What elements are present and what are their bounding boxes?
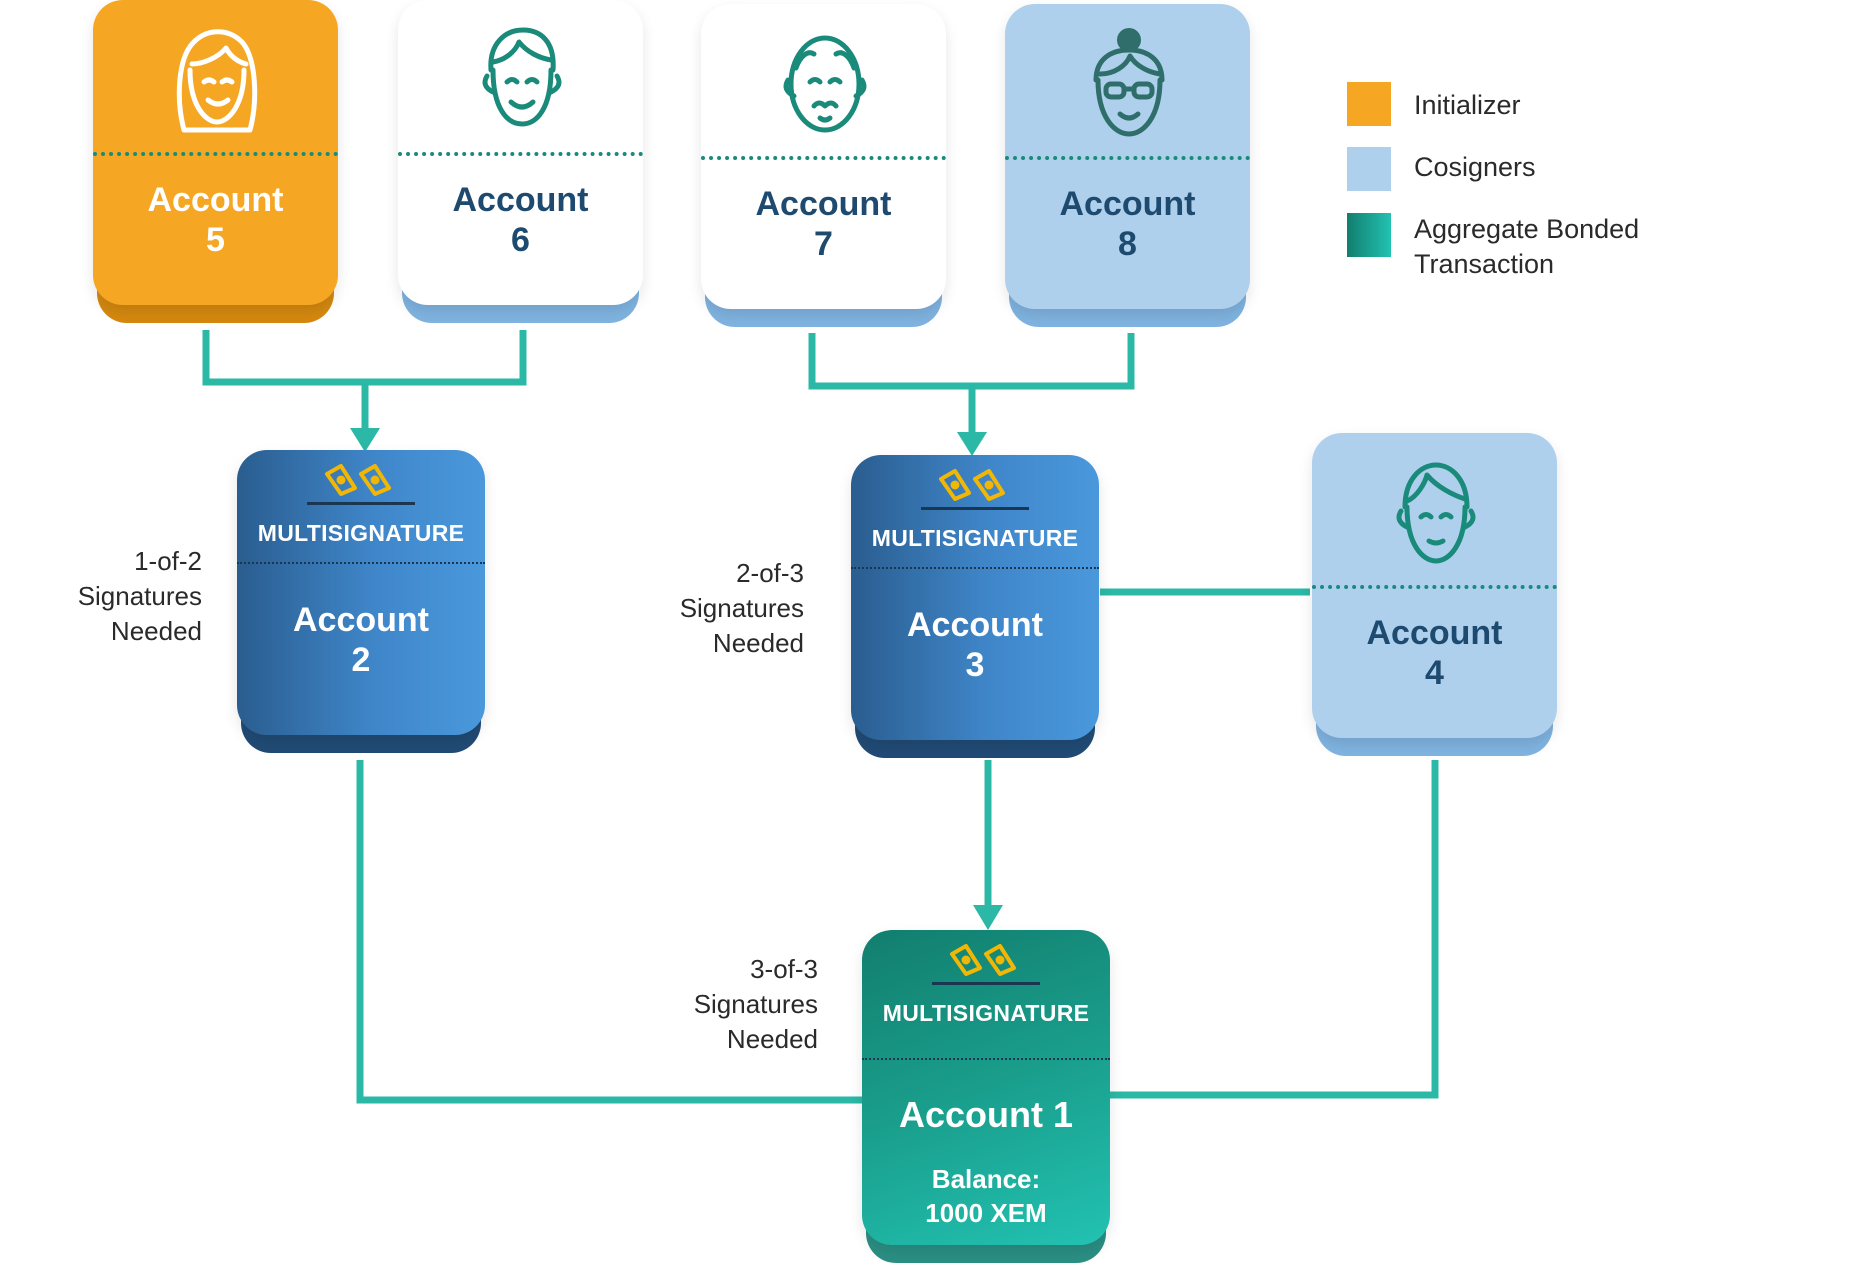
multisig-account-3-card: MULTISIGNATURE Account 3 <box>851 455 1099 758</box>
card-face: MULTISIGNATURE Account 2 <box>237 450 485 735</box>
card-separator <box>1312 585 1557 589</box>
multisig-account-2-card: MULTISIGNATURE Account 2 <box>237 450 485 753</box>
signatures-needed-m3: 2-of-3 Signatures Needed <box>620 556 804 661</box>
connector-m2-m1 <box>356 760 865 1104</box>
account-label: Account <box>147 181 284 219</box>
legend-swatch-initializer <box>1347 82 1391 126</box>
account-number: 8 <box>1118 225 1137 263</box>
sig-word: Signatures <box>77 581 202 611</box>
underline-bar <box>307 502 415 505</box>
card-separator <box>1005 156 1250 160</box>
arrow-to-m3 <box>957 432 987 456</box>
account-8-card: Account 8 <box>1005 4 1250 327</box>
legend-label-cosigners: Cosigners <box>1414 152 1536 182</box>
underline-bar <box>932 982 1040 985</box>
card-face: Account 6 <box>398 0 643 305</box>
card-face: Account 4 <box>1312 433 1557 738</box>
account-6-card: Account 6 <box>398 0 643 323</box>
account-number: 7 <box>814 225 833 263</box>
sig-needed: Needed <box>726 1024 818 1054</box>
multisignature-label: MULTISIGNATURE <box>871 525 1079 551</box>
account-5-card: Account 5 <box>93 0 338 323</box>
card-face: Account 5 <box>93 0 338 305</box>
sig-needed: Needed <box>110 616 202 646</box>
account-title: Account 1 <box>898 1094 1074 1135</box>
balance-value: 1000 XEM <box>925 1198 1047 1228</box>
woman-avatar-icon <box>176 29 257 133</box>
card-separator <box>398 152 643 156</box>
man-avatar-icon <box>482 27 561 127</box>
card-separator <box>701 156 946 160</box>
pen-nibs-icon <box>325 464 391 496</box>
account-title: Account 5 <box>93 180 338 260</box>
balance-label: Balance: <box>931 1164 1041 1194</box>
underline-bar <box>921 507 1029 510</box>
account-number: 3 <box>965 646 985 684</box>
man-avatar-icon <box>1396 462 1475 564</box>
woman-glasses-avatar-icon <box>1093 28 1164 137</box>
account-number: 5 <box>206 221 225 259</box>
legend-label-aggregate-line2: Transaction <box>1414 249 1555 279</box>
arrow-to-m1 <box>973 905 1003 930</box>
connector-a7-a8 <box>808 333 1135 390</box>
card-separator <box>237 562 485 564</box>
sig-word: Signatures <box>693 989 818 1019</box>
account-title: Account 6 <box>398 180 643 260</box>
account-label: Account <box>755 185 892 223</box>
multisignature-label: MULTISIGNATURE <box>882 1000 1090 1026</box>
multisig-account-1-card: MULTISIGNATURE Account 1 Balance: 1000 X… <box>862 930 1110 1263</box>
sig-needed: Needed <box>712 628 804 658</box>
account-title: Account 3 <box>851 605 1099 685</box>
account-number: 6 <box>511 221 530 259</box>
sig-word: Signatures <box>679 593 804 623</box>
card-face: Account 8 <box>1005 4 1250 309</box>
account-title: Account 4 <box>1312 613 1557 693</box>
account-title: Account 7 <box>701 184 946 264</box>
connector-a4-m1 <box>1110 760 1439 1099</box>
account-label: Account <box>1059 185 1196 223</box>
account-title: Account 8 <box>1005 184 1250 264</box>
account-4-card: Account 4 <box>1312 433 1557 756</box>
sig-count: 1-of-2 <box>134 546 202 576</box>
card-separator <box>862 1058 1110 1060</box>
mustache-man-avatar-icon <box>783 35 866 133</box>
card-separator <box>93 152 338 156</box>
account-number: 2 <box>351 641 371 679</box>
signatures-needed-m2: 1-of-2 Signatures Needed <box>20 544 202 649</box>
sig-count: 3-of-3 <box>750 954 818 984</box>
account-label: Account <box>452 181 589 219</box>
account-label: Account <box>1366 614 1503 652</box>
legend-swatch-aggregate <box>1347 213 1391 257</box>
legend-swatch-cosigners <box>1347 147 1391 191</box>
arrow-to-m2 <box>350 428 380 452</box>
signatures-needed-m1: 3-of-3 Signatures Needed <box>634 952 818 1057</box>
balance: Balance: 1000 XEM <box>862 1162 1110 1230</box>
pen-nibs-icon <box>939 469 1005 501</box>
account-label: Account <box>907 606 1043 644</box>
connector-a5-a6 <box>202 330 527 386</box>
sig-count: 2-of-3 <box>736 558 804 588</box>
account-title: Account 2 <box>237 600 485 680</box>
card-separator <box>851 567 1099 569</box>
multisignature-label: MULTISIGNATURE <box>257 520 465 546</box>
account-label: Account <box>293 601 429 639</box>
card-face: MULTISIGNATURE Account 3 <box>851 455 1099 740</box>
legend-label-aggregate: Aggregate Bonded Transaction <box>1414 212 1639 282</box>
account-number: 4 <box>1425 654 1444 692</box>
legend-label-aggregate-line1: Aggregate Bonded <box>1414 214 1640 244</box>
card-face: MULTISIGNATURE Account 1 Balance: 1000 X… <box>862 930 1110 1245</box>
legend-label-initializer: Initializer <box>1414 90 1521 120</box>
card-face: Account 7 <box>701 4 946 309</box>
account-7-card: Account 7 <box>701 4 946 327</box>
pen-nibs-icon <box>950 944 1016 976</box>
